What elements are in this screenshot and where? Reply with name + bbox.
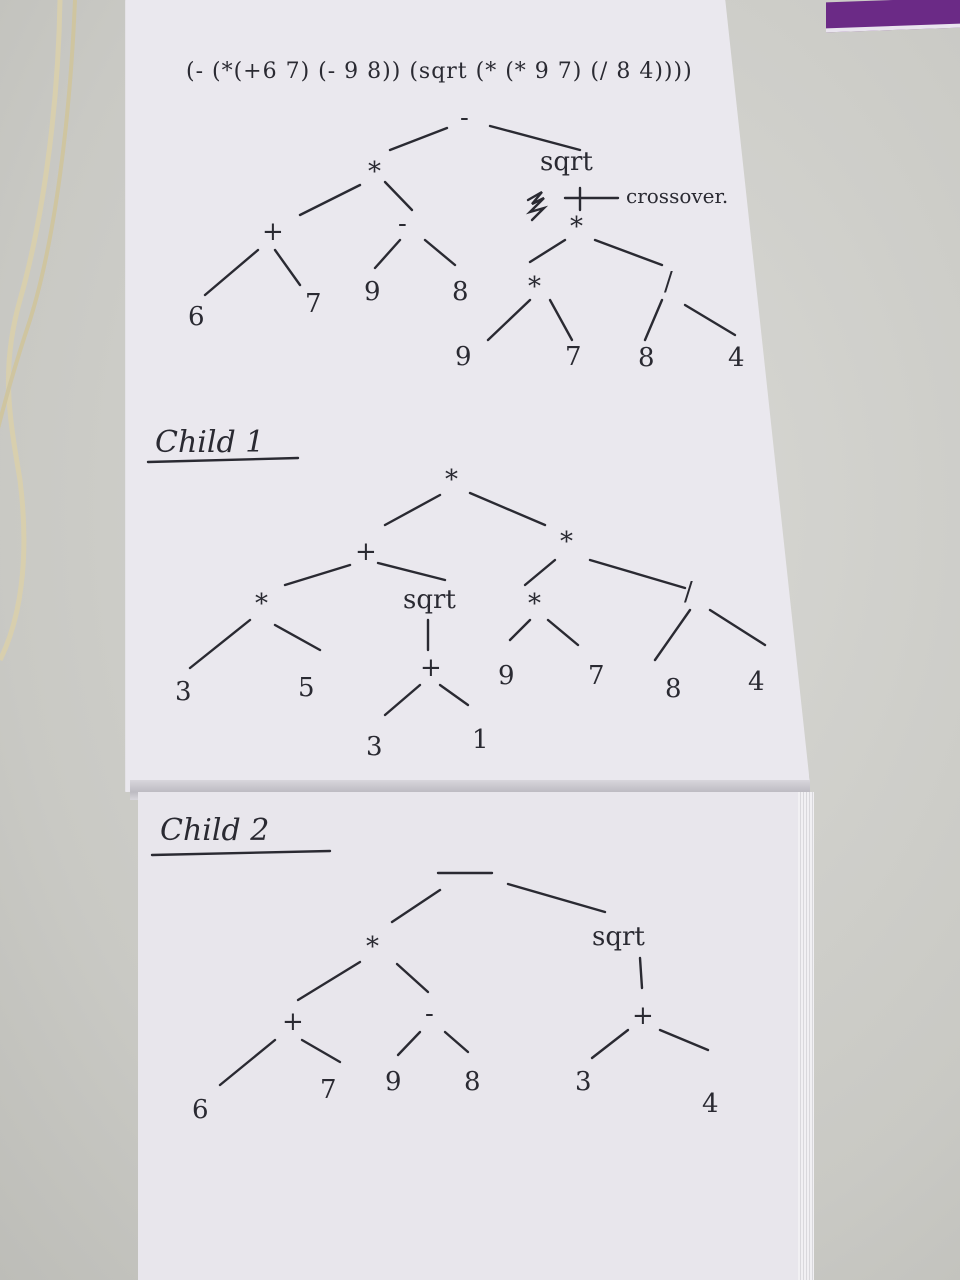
expression-text: (- (*(+6 7) (- 9 8)) (sqrt (* (* 9 7) (/… (186, 59, 693, 84)
leaf-3b: 3 (366, 732, 383, 762)
node-sqrt-c1: sqrt (403, 585, 456, 615)
leaf-6: 6 (188, 302, 205, 332)
node-mul-c1-left: * (255, 589, 268, 619)
page-stack-edge (798, 792, 814, 1280)
leaf-7c: 7 (588, 661, 605, 691)
cable (0, 0, 77, 662)
node-root-minus: - (460, 103, 469, 133)
heading-child1: Child 1 (155, 425, 264, 460)
node-mul-c1-right: * (560, 527, 573, 557)
leaf-7b: 7 (565, 342, 582, 372)
parent-tree: - * + 6 7 - 9 8 sqrt crossover. * * (188, 103, 745, 373)
leaf-7-c2: 7 (320, 1075, 337, 1105)
node-mul-inner: * (528, 272, 541, 302)
leaf-3a: 3 (175, 677, 192, 707)
node-mul-right: * (570, 212, 583, 242)
node-div-c1: / (684, 577, 693, 607)
leaf-3-c2: 3 (575, 1067, 592, 1097)
node-mul-c2: * (366, 932, 379, 962)
node-mul-c1-rr: * (528, 589, 541, 619)
node-mul-left: * (368, 157, 381, 187)
node-plus: + (262, 217, 284, 247)
child2-tree: Child 2 * + 6 7 - 9 8 sqrt + 3 4 (150, 813, 719, 1125)
leaf-8-c2: 8 (464, 1067, 481, 1097)
node-plus2-c1: + (420, 653, 442, 683)
leaf-4c: 4 (748, 667, 765, 697)
annotation-crossover: crossover. (626, 184, 728, 208)
leaf-8: 8 (452, 277, 469, 307)
leaf-9: 9 (364, 277, 381, 307)
leaf-8c: 8 (665, 674, 682, 704)
node-root-mul: * (445, 465, 458, 495)
child1-tree: Child 1 * + * 3 5 sqrt + 3 1 * * (146, 425, 767, 762)
leaf-9b: 9 (455, 342, 472, 372)
node-sqrt: sqrt (540, 147, 593, 177)
node-div: / (664, 267, 673, 297)
leaf-5: 5 (298, 673, 315, 703)
leaf-6-c2: 6 (192, 1095, 209, 1125)
notebook-page-top (125, 0, 810, 792)
leaf-9c: 9 (498, 661, 515, 691)
leaf-4b: 4 (728, 343, 745, 373)
scribble (525, 190, 549, 222)
heading-child2: Child 2 (160, 813, 269, 848)
node-plus-c1: + (355, 537, 377, 567)
leaf-1: 1 (472, 725, 489, 755)
node-plus2-c2: + (632, 1001, 654, 1031)
node-minus: - (398, 209, 407, 239)
leaf-9-c2: 9 (385, 1067, 402, 1097)
node-sqrt-c2: sqrt (592, 922, 645, 952)
node-minus-c2: - (425, 999, 434, 1029)
leaf-8b: 8 (638, 343, 655, 373)
leaf-4-c2: 4 (702, 1089, 719, 1119)
leaf-7: 7 (305, 289, 322, 319)
node-plus-c2: + (282, 1007, 304, 1037)
